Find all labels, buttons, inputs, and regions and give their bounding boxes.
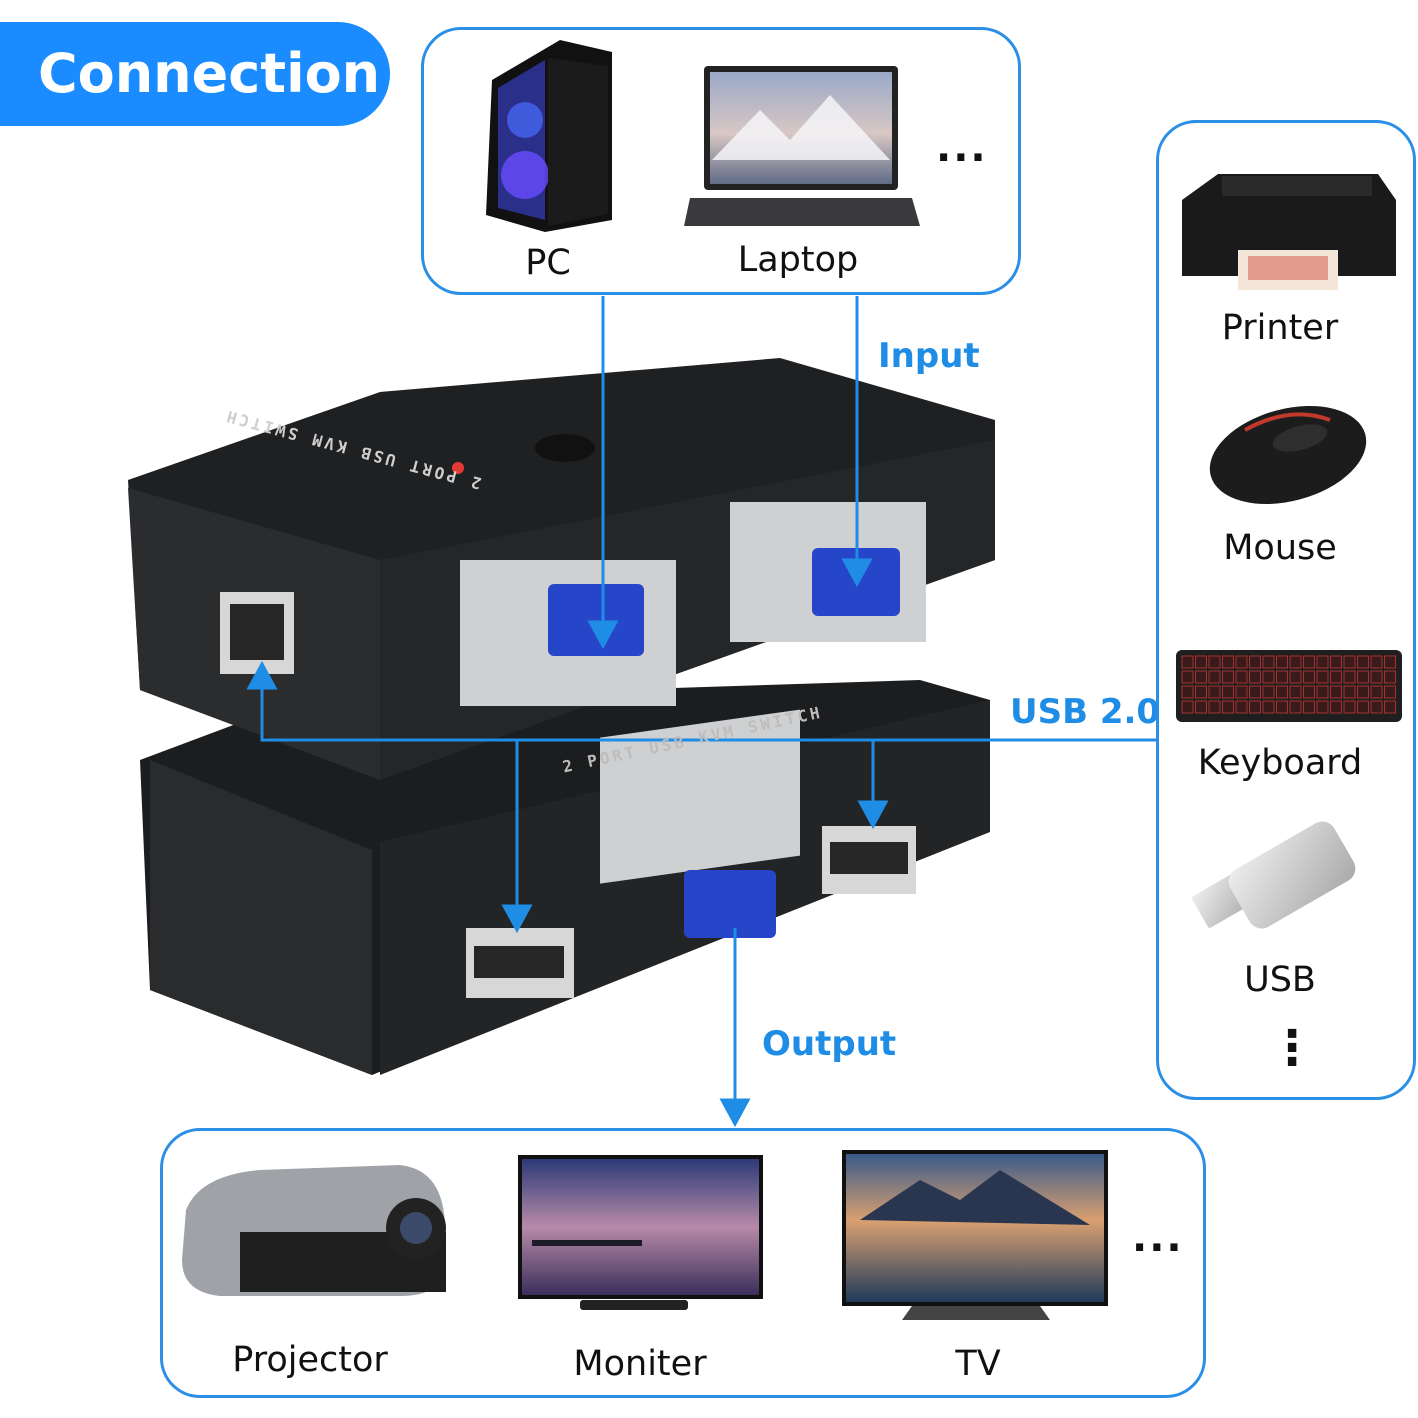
keyboard-key [1181, 685, 1194, 699]
keyboard-key [1343, 700, 1356, 714]
keyboard-key [1357, 670, 1369, 684]
keyboard-key [1343, 670, 1356, 684]
keyboard-key [1249, 685, 1261, 699]
keyboard-key [1249, 655, 1261, 669]
keyboard-key [1262, 685, 1275, 699]
tv-icon [842, 1150, 1108, 1320]
usb-label: USB [1244, 960, 1316, 1000]
keyboard-key [1384, 700, 1396, 714]
keyboard-key [1235, 685, 1248, 699]
keyboard-key [1195, 700, 1207, 714]
usb-flash-drive-icon [1191, 821, 1356, 929]
tv-label: TV [955, 1344, 1001, 1384]
keyboard-key [1235, 655, 1248, 669]
keyboard-key [1384, 670, 1396, 684]
keyboard-key [1303, 655, 1315, 669]
keyboard-key [1222, 700, 1234, 714]
keyboard-key [1316, 700, 1329, 714]
keyboard-key [1181, 670, 1194, 684]
keyboard-key [1303, 670, 1315, 684]
keyboard-key [1181, 655, 1194, 669]
keyboard-key [1276, 685, 1288, 699]
usb-flow-label: USB 2.0 [1010, 692, 1161, 732]
keyboard-icon [1176, 650, 1402, 722]
keyboard-key [1357, 655, 1369, 669]
mouse-icon [1209, 405, 1367, 505]
laptop-icon [684, 66, 920, 226]
keyboard-key [1276, 655, 1288, 669]
keyboard-key [1316, 655, 1329, 669]
keyboard-key [1289, 685, 1302, 699]
keyboard-key [1262, 670, 1275, 684]
keyboard-key [1370, 685, 1383, 699]
keyboard-key [1195, 670, 1207, 684]
desktop-tower-icon [486, 40, 612, 232]
projector-icon [182, 1165, 446, 1296]
mouse-label: Mouse [1223, 528, 1337, 568]
input-flow-label: Input [878, 336, 980, 376]
keyboard-key [1330, 670, 1342, 684]
keyboard-key [1303, 685, 1315, 699]
keyboard-key [1235, 700, 1248, 714]
keyboard-key [1249, 670, 1261, 684]
connection-lines [246, 296, 1156, 1128]
kvm-switch-front-unit [128, 358, 995, 780]
keyboard-key [1357, 685, 1369, 699]
keyboard-key [1384, 655, 1396, 669]
keyboard-key [1249, 700, 1261, 714]
input-more-ellipsis: ... [936, 125, 988, 171]
keyboard-key [1289, 655, 1302, 669]
printer-icon [1182, 174, 1396, 290]
keyboard-key [1208, 700, 1221, 714]
keyboard-key [1195, 655, 1207, 669]
pc-label: PC [525, 243, 571, 283]
output-more-ellipsis: ... [1132, 1215, 1184, 1261]
output-flow-label: Output [762, 1024, 897, 1064]
keyboard-key [1222, 670, 1234, 684]
keyboard-key [1370, 670, 1383, 684]
connection-badge: Connection [0, 22, 390, 126]
keyboard-key [1289, 700, 1302, 714]
keyboard-key [1262, 700, 1275, 714]
keyboard-key [1303, 700, 1315, 714]
keyboard-key [1222, 685, 1234, 699]
laptop-label: Laptop [737, 240, 859, 280]
keyboard-key [1222, 655, 1234, 669]
keyboard-key [1208, 655, 1221, 669]
keyboard-key [1357, 700, 1369, 714]
peripherals-more-ellipsis: ⋮ [1268, 1020, 1318, 1076]
keyboard-key [1208, 670, 1221, 684]
keyboard-label: Keyboard [1197, 743, 1363, 783]
keyboard-key [1208, 685, 1221, 699]
keyboard-key [1195, 685, 1207, 699]
keyboard-key [1330, 655, 1342, 669]
keyboard-key [1316, 685, 1329, 699]
keyboard-key [1370, 700, 1383, 714]
keyboard-key [1343, 655, 1356, 669]
keyboard-key [1235, 670, 1248, 684]
keyboard-key [1276, 670, 1288, 684]
keyboard-key [1384, 685, 1396, 699]
keyboard-key [1181, 700, 1194, 714]
kvm-switch-back-unit [140, 680, 990, 1075]
keyboard-key [1370, 655, 1383, 669]
monitor-icon [518, 1155, 763, 1310]
keyboard-key [1262, 655, 1275, 669]
keyboard-key [1343, 685, 1356, 699]
keyboard-key [1289, 670, 1302, 684]
keyboard-key [1330, 700, 1342, 714]
moniter-label: Moniter [573, 1344, 707, 1384]
printer-label: Printer [1221, 308, 1339, 348]
keyboard-key [1316, 670, 1329, 684]
projector-label: Projector [232, 1340, 388, 1380]
keyboard-key [1276, 700, 1288, 714]
keyboard-key [1330, 685, 1342, 699]
